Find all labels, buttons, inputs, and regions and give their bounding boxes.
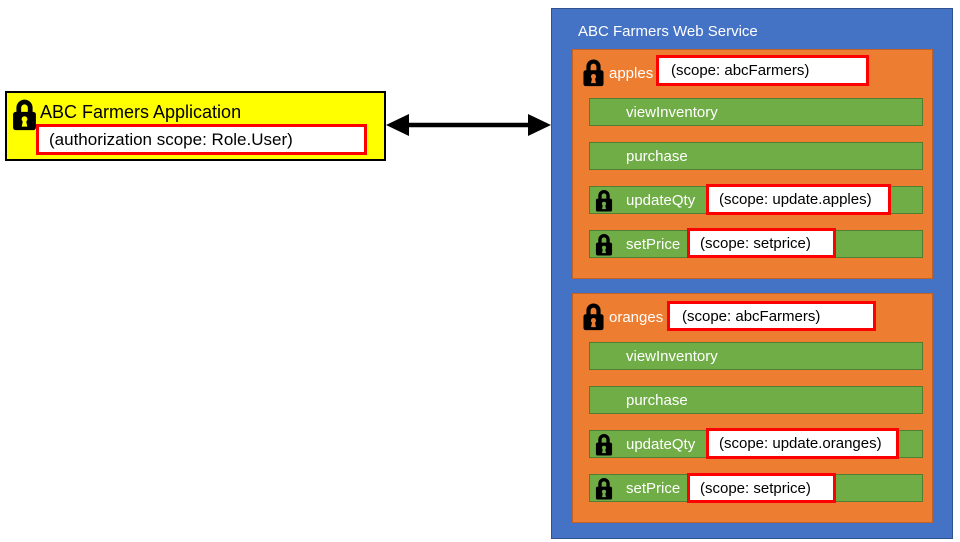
application-box: ABC Farmers Application (authorization s…: [5, 91, 386, 161]
lock-icon: [13, 99, 36, 131]
method-label: updateQty: [626, 435, 696, 453]
method-scope-badge: (scope: update.apples): [706, 184, 891, 215]
method-bar-viewinventory: viewInventory: [589, 98, 923, 126]
method-bar-purchase: purchase: [589, 386, 923, 414]
method-label: viewInventory: [626, 347, 718, 365]
resource-box-oranges: oranges (scope: abcFarmers) viewInventor…: [572, 293, 933, 523]
lock-icon: [595, 434, 613, 456]
method-label: purchase: [626, 147, 688, 165]
method-label: viewInventory: [626, 103, 718, 121]
resource-name: oranges: [609, 308, 664, 326]
web-service-title: ABC Farmers Web Service: [578, 22, 758, 40]
method-label: purchase: [626, 391, 688, 409]
method-scope-badge: (scope: setprice): [687, 473, 836, 503]
method-label: updateQty: [626, 191, 696, 209]
bidirectional-arrow-icon: [386, 114, 551, 136]
resource-scope-badge: (scope: abcFarmers): [656, 55, 869, 86]
method-scope-badge: (scope: setprice): [687, 228, 836, 258]
lock-icon: [583, 303, 604, 331]
resource-scope-badge: (scope: abcFarmers): [667, 301, 876, 331]
application-scope-badge: (authorization scope: Role.User): [36, 124, 367, 155]
method-scope-badge: (scope: update.oranges): [706, 428, 899, 459]
resource-name: apples: [609, 64, 654, 82]
method-bar-purchase: purchase: [589, 142, 923, 170]
application-title: ABC Farmers Application: [40, 101, 242, 122]
method-bar-viewinventory: viewInventory: [589, 342, 923, 370]
lock-icon: [583, 59, 604, 87]
method-label: setPrice: [626, 235, 681, 253]
lock-icon: [595, 234, 613, 256]
resource-box-apples: apples (scope: abcFarmers) viewInventory…: [572, 49, 933, 279]
method-label: setPrice: [626, 479, 681, 497]
lock-icon: [595, 478, 613, 500]
lock-icon: [595, 190, 613, 212]
